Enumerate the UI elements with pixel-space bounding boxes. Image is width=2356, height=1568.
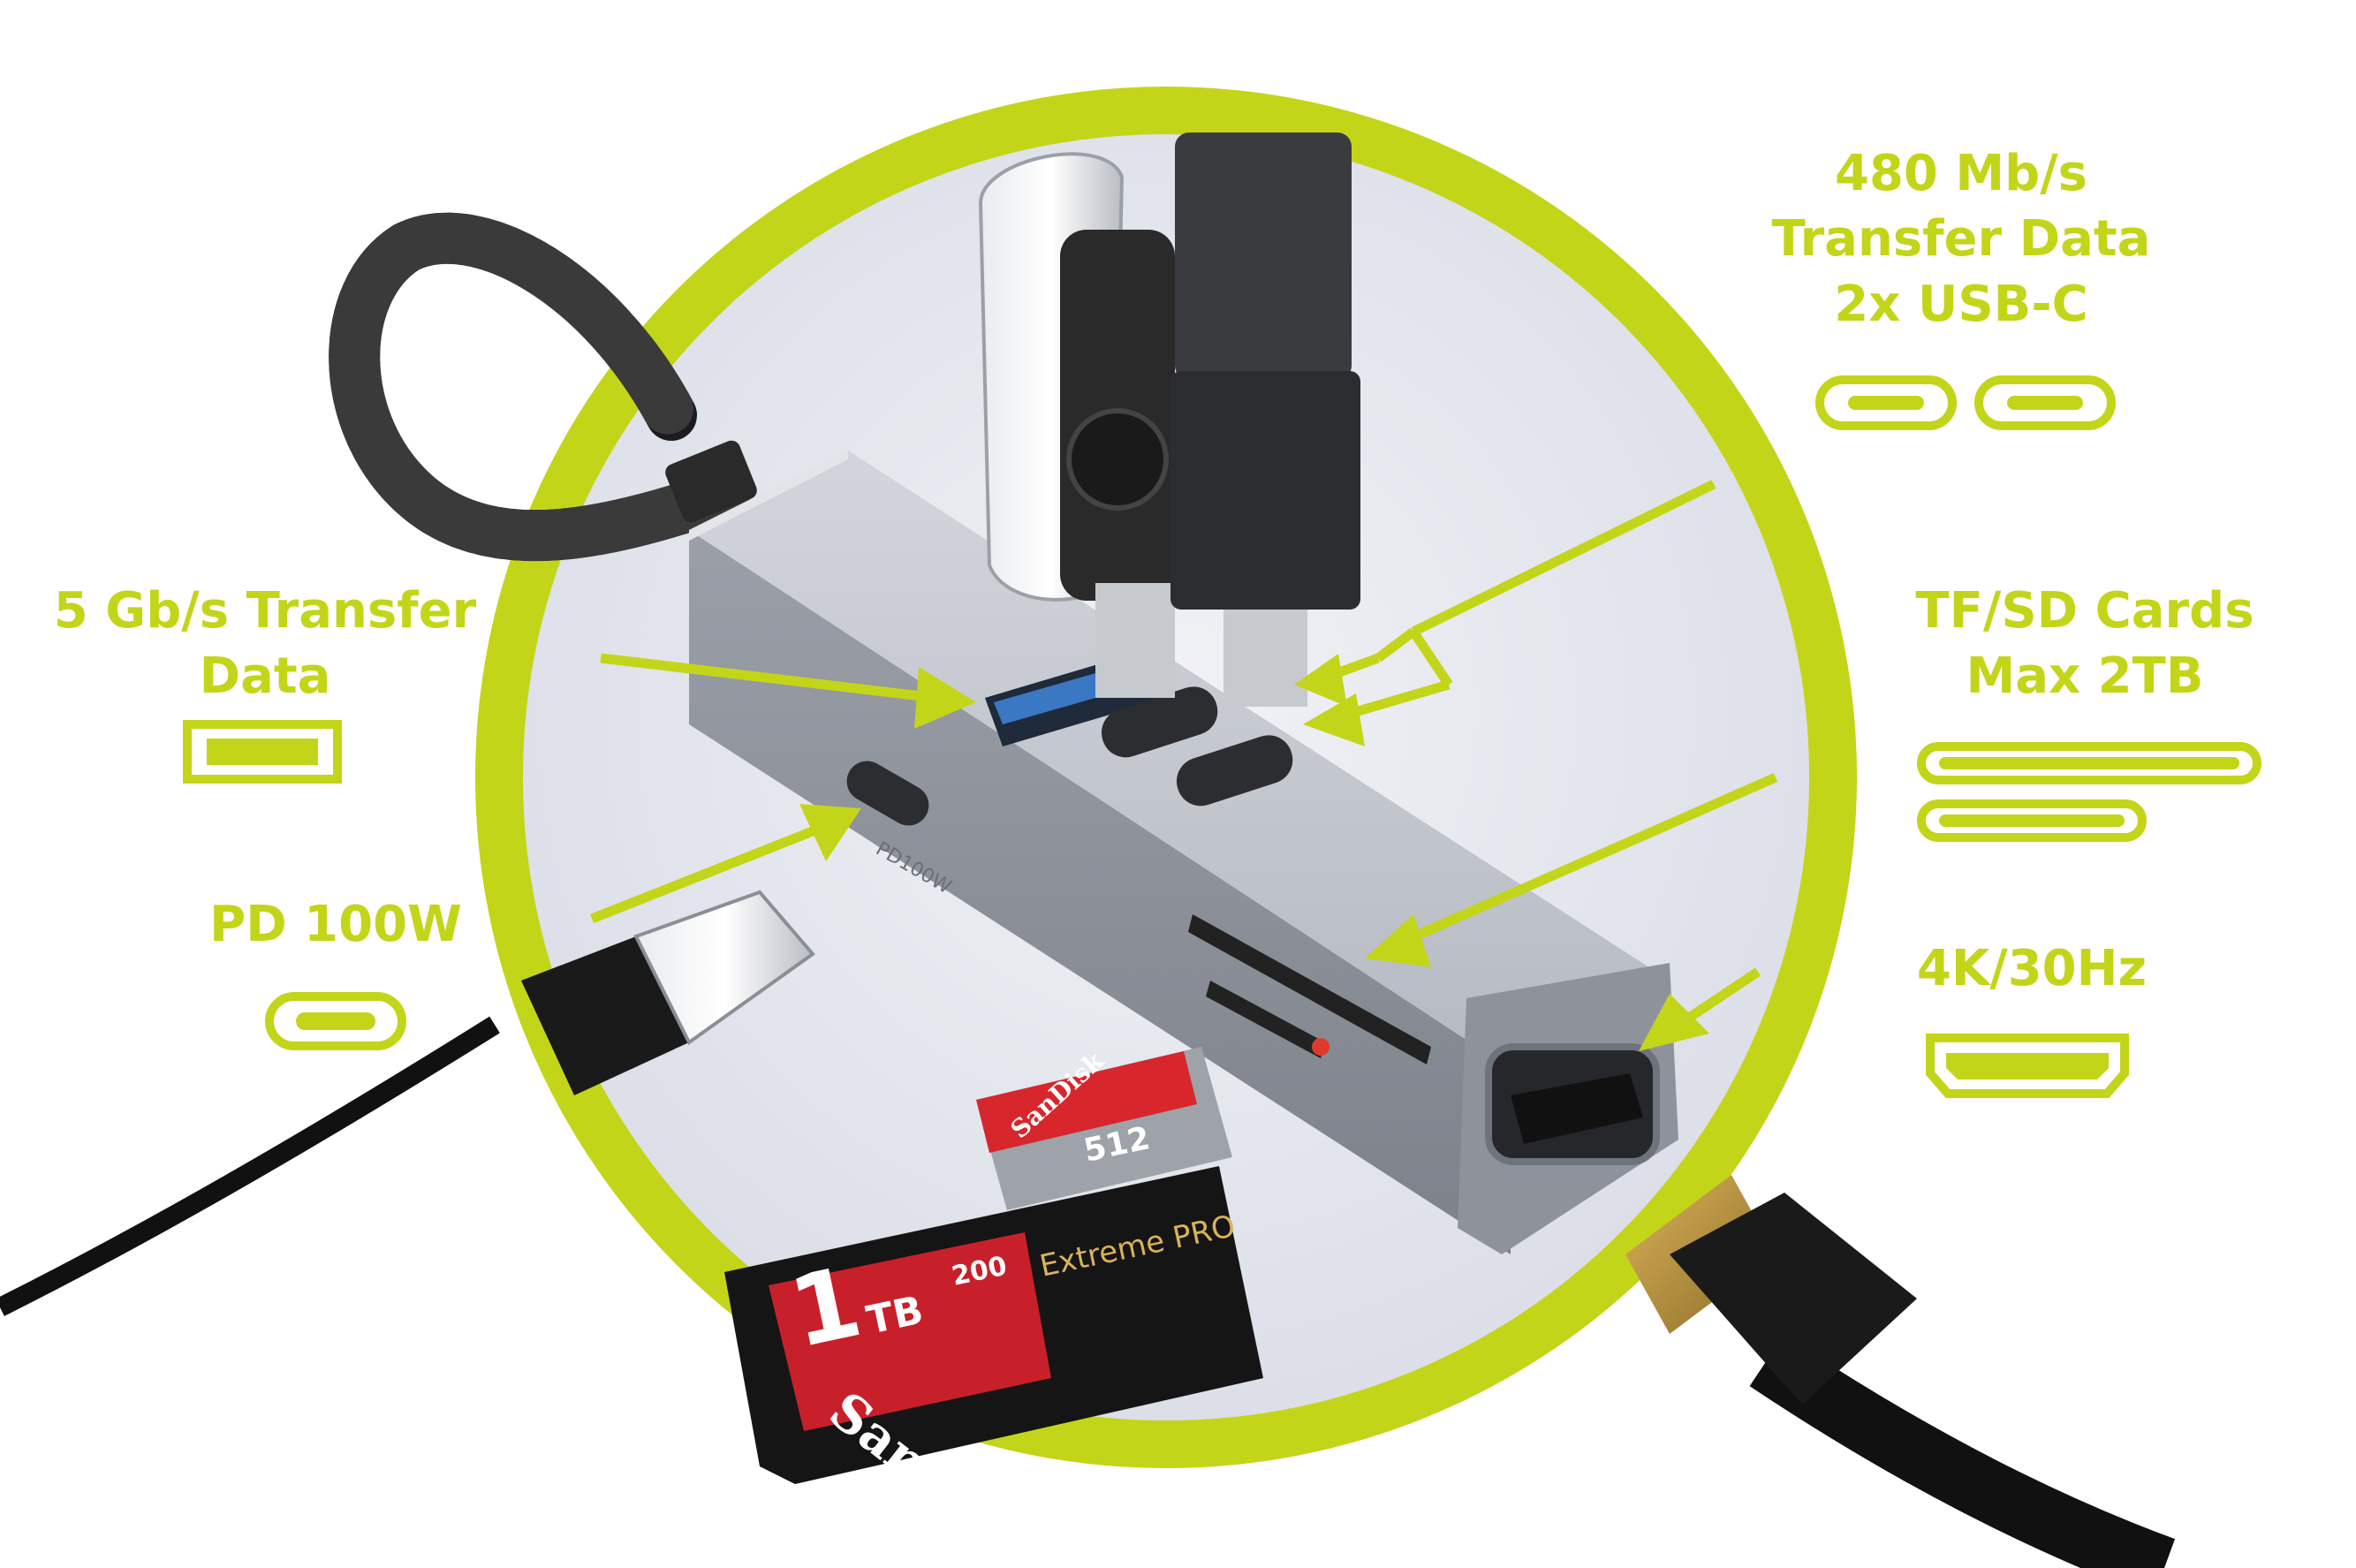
microsd-card: SanDisk 512: [976, 1046, 1232, 1210]
usb-c-port-icon: [1974, 375, 2116, 430]
hub-card-slots: [1188, 914, 1431, 1064]
callout-line: PD 100W: [209, 896, 462, 953]
callout-arrows: [589, 480, 1778, 1051]
callout-line: 4K/30Hz: [1916, 940, 2148, 997]
hub-usb-c-port-2: [1176, 735, 1293, 807]
usb-flash-drive-black: [1060, 230, 1175, 698]
hub-body: [689, 451, 1678, 1254]
usb-c-drive: [1170, 133, 1360, 707]
callout-line: TF/SD Cards: [1915, 582, 2254, 640]
usb-a-port-icon: [183, 720, 342, 784]
callout-power-delivery: PD 100W: [159, 892, 512, 958]
callout-line: 480 Mb/s: [1835, 145, 2087, 202]
braided-cable: [329, 212, 757, 562]
callout-usb-c-data: 480 Mb/s Transfer Data 2x USB-C: [1754, 141, 2169, 337]
callout-line: 2x USB-C: [1834, 275, 2088, 333]
card-slot-icon: [1917, 742, 2261, 842]
usb-c-cable: [0, 890, 815, 1316]
hdmi-port-icon: [1926, 1034, 2129, 1098]
callout-line: Data: [199, 647, 331, 705]
callout-line: Transfer Data: [1771, 209, 2151, 268]
callout-card-reader: TF/SD Cards Max 2TB: [1882, 579, 2288, 709]
hub-usb-c-port-1: [1101, 686, 1218, 758]
usb-c-port-icon: [1815, 375, 1957, 430]
callout-line: 5 Gb/s Transfer: [53, 582, 477, 640]
hdmi-cable: [1625, 1175, 2176, 1568]
callout-hdmi: 4K/30Hz: [1855, 936, 2208, 1002]
callout-usb-a-data: 5 Gb/s Transfer Data: [18, 579, 512, 709]
callout-line: Max 2TB: [1966, 647, 2204, 705]
usb-c-port-icon: [265, 992, 406, 1050]
